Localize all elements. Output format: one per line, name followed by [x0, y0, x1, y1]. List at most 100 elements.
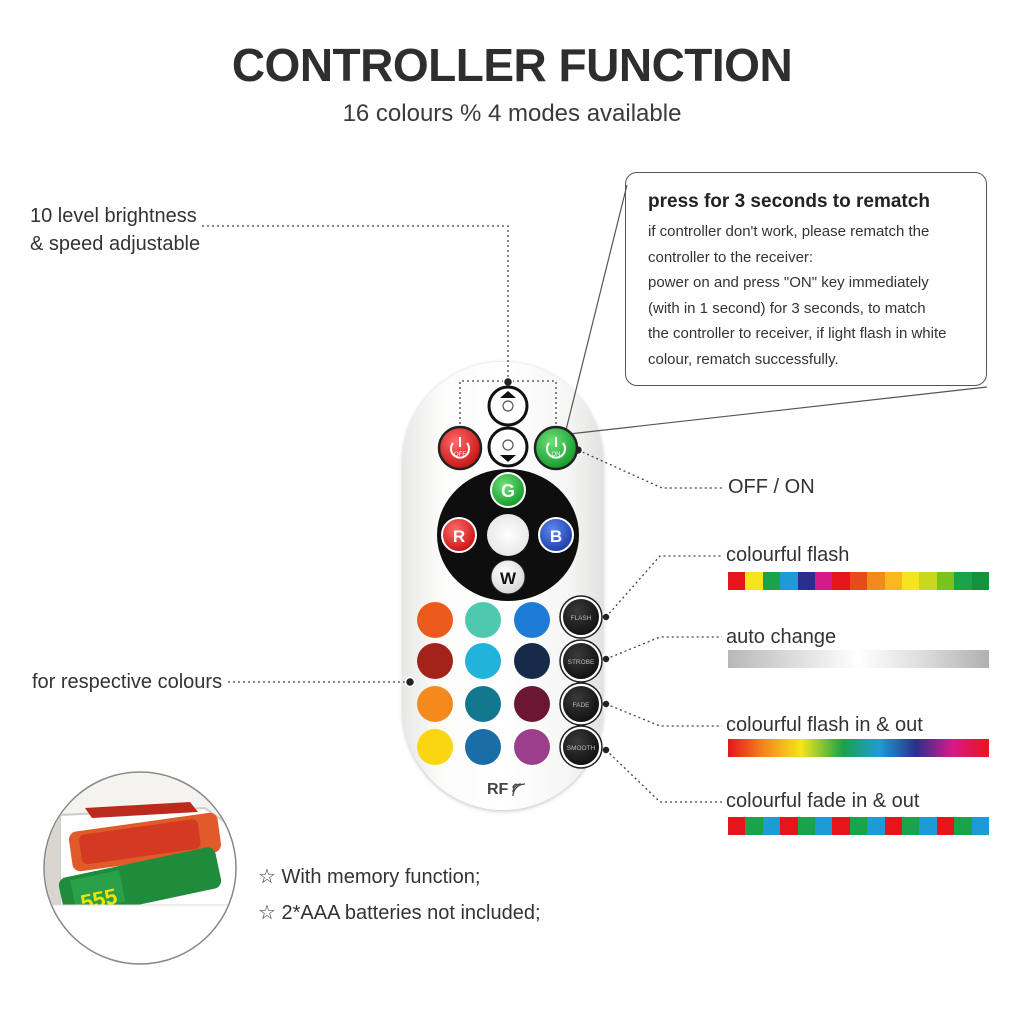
flash-strip-segment [797, 572, 816, 590]
colour-buttons-grid [417, 602, 550, 765]
battery-compartment-image: 555 [43, 771, 237, 965]
flash-strip-segment [902, 572, 920, 590]
fade-in-out-strip [728, 817, 990, 835]
mode-label-fade-in-out: colourful fade in & out [726, 790, 920, 812]
rematch-line: power on and press "ON" key immediately [648, 274, 929, 291]
flash-strip-segment [780, 572, 798, 590]
colour-button[interactable] [417, 602, 453, 638]
fade-strip-segment [815, 817, 833, 835]
flash-strip-segment [884, 572, 903, 590]
fade-strip-segment [849, 817, 868, 835]
fade-strip-segment [919, 817, 937, 835]
sun-icon [502, 439, 514, 451]
chevron-down-icon [500, 455, 516, 462]
colour-button[interactable] [514, 729, 550, 765]
power-icon [450, 442, 470, 459]
page-subtitle: 16 colours % 4 modes available [342, 100, 682, 127]
rematch-title: press for 3 seconds to rematch [648, 191, 930, 212]
smooth-button-label: SMOOTH [567, 745, 596, 752]
flash-in-out-strip [728, 739, 989, 757]
strobe-button[interactable]: STROBE [559, 639, 603, 683]
flash-button[interactable]: FLASH [559, 595, 603, 639]
fade-strip-segment [832, 817, 850, 835]
wireless-icon [512, 783, 526, 797]
on-button-label: ON [552, 452, 561, 458]
rematch-line: controller to the receiver: [648, 248, 814, 266]
mode-label-auto-change: auto change [726, 626, 837, 648]
fade-button[interactable]: FADE [559, 682, 603, 726]
fade-strip-segment [728, 817, 746, 835]
flash-strip-segment [954, 572, 972, 590]
flash-strip-segment [971, 572, 990, 590]
leader-dot [601, 745, 611, 755]
flash-strip-segment [815, 572, 833, 590]
colour-button[interactable] [465, 602, 501, 638]
leader-dot [601, 699, 611, 709]
strobe-button-label: STROBE [568, 659, 595, 666]
colourful-flash-strip [728, 572, 990, 590]
fade-strip-segment [780, 817, 798, 835]
fade-strip-segment [954, 817, 972, 835]
fade-strip-segment [797, 817, 816, 835]
leader-dot [601, 612, 611, 622]
leader-dot [404, 676, 416, 688]
smooth-button[interactable]: SMOOTH [559, 725, 603, 769]
flash-strip-segment [919, 572, 937, 590]
colour-button[interactable] [514, 686, 550, 722]
rematch-leader [565, 184, 988, 435]
colour-button[interactable] [514, 602, 550, 638]
brightness-label-line2: & speed adjustable [30, 233, 201, 255]
colour-button[interactable] [417, 686, 453, 722]
rematch-line: if controller don't work, please rematch… [648, 223, 930, 240]
flash-strip-segment [728, 572, 746, 590]
off-button[interactable]: OFF [437, 425, 483, 471]
fade-strip-segment [745, 817, 763, 835]
rematch-line: (with in 1 second) for 3 seconds, to mat… [648, 299, 926, 317]
colour-button[interactable] [514, 643, 550, 679]
off-button-label: OFF [454, 452, 466, 458]
mode-label-flash: colourful flash [726, 544, 850, 566]
ring-center [487, 514, 529, 556]
colour-button[interactable] [465, 643, 501, 679]
chevron-up-icon [500, 391, 516, 398]
fade-strip-segment [902, 817, 920, 835]
fade-strip-segment [936, 817, 955, 835]
fade-strip-segment [867, 817, 885, 835]
fade-button-label: FADE [573, 702, 591, 709]
colour-button[interactable] [465, 686, 501, 722]
blue-button[interactable]: B [538, 517, 574, 553]
brightness-label-line1: 10 level brightness [30, 205, 197, 227]
leader-dot [502, 376, 514, 388]
colour-button[interactable] [465, 729, 501, 765]
rf-logo: RF [487, 781, 509, 798]
colour-button[interactable] [417, 729, 453, 765]
rematch-line: the controller to receiver, if light fla… [648, 325, 947, 342]
fade-strip-segment [762, 817, 781, 835]
mode-label-flash-in-out: colourful flash in & out [726, 714, 923, 736]
flash-strip-segment [849, 572, 868, 590]
rematch-info-box: press for 3 seconds to rematch if contro… [625, 172, 987, 386]
flash-strip-segment [762, 572, 781, 590]
flash-strip-segment [936, 572, 955, 590]
brightness-down-button[interactable] [487, 426, 529, 468]
flash-strip-segment [867, 572, 885, 590]
rematch-line: colour, rematch successfully. [648, 350, 839, 368]
colour-button[interactable] [417, 643, 453, 679]
green-button-label: G [501, 481, 515, 501]
colours-label: for respective colours [32, 671, 223, 693]
leader-dot [601, 654, 611, 664]
white-button-label: W [500, 569, 517, 588]
fade-strip-segment [971, 817, 990, 835]
memory-note: ☆ With memory function; [258, 866, 481, 888]
green-button[interactable]: G [490, 472, 526, 508]
on-button[interactable]: ON [533, 425, 579, 471]
power-icon [546, 442, 566, 459]
blue-button-label: B [550, 527, 562, 546]
mode-leaders [605, 555, 722, 803]
off-on-leader [577, 449, 724, 489]
brightness-up-button[interactable] [487, 385, 529, 427]
batteries-note: ☆ 2*AAA batteries not included; [258, 902, 541, 924]
red-button[interactable]: R [441, 517, 477, 553]
white-button[interactable]: W [490, 559, 526, 595]
